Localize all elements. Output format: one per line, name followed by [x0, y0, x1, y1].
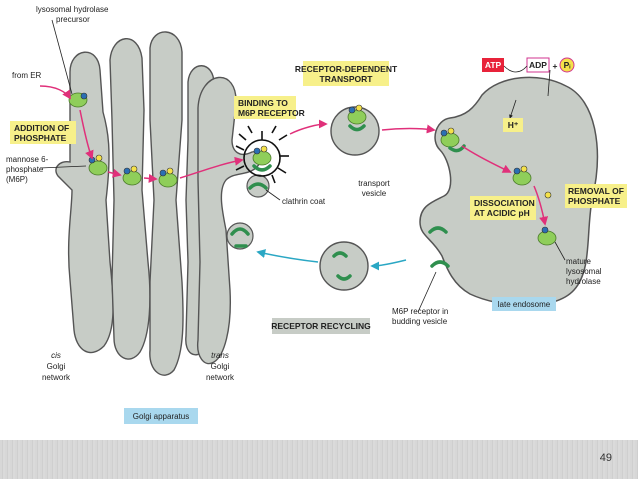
svg-text:RECEPTOR RECYCLING: RECEPTOR RECYCLING [271, 321, 371, 331]
svg-text:M6P receptor in: M6P receptor in [392, 307, 448, 316]
box-golgi-apparatus: Golgi apparatus [124, 408, 198, 424]
box-receptor-dependent-transport: RECEPTOR-DEPENDENT TRANSPORT [295, 61, 398, 86]
golgi-trans-cisterna [197, 76, 262, 365]
pointer-lines [39, 19, 566, 313]
svg-text:cis: cis [51, 351, 61, 360]
svg-text:REMOVAL OF: REMOVAL OF [568, 186, 624, 196]
svg-text:budding vesicle: budding vesicle [392, 317, 448, 326]
svg-text:PHOSPHATE: PHOSPHATE [14, 133, 67, 143]
svg-text:Pᵢ: Pᵢ [564, 60, 571, 70]
label-m6p: mannose 6- phosphate (M6P) [6, 155, 49, 184]
svg-text:late endosome: late endosome [498, 300, 551, 309]
svg-text:BINDING TO: BINDING TO [238, 98, 288, 108]
box-dissociation-acidic-ph: DISSOCIATION AT ACIDIC pH [470, 196, 536, 220]
svg-text:hydrolase: hydrolase [566, 277, 601, 286]
cyan-arrows [256, 249, 407, 271]
golgi-cisterna-2 [109, 38, 151, 360]
atp-adp-reaction: ATP ADP + Pᵢ [482, 57, 575, 73]
label-m6p-receptor-budding: M6P receptor in budding vesicle [392, 307, 448, 326]
recycling-vesicle [319, 241, 369, 291]
box-addition-of-phosphate: ADDITION OF PHOSPHATE [10, 121, 76, 144]
label-cis-golgi: cis Golgi network [42, 351, 71, 382]
svg-text:lysosomal: lysosomal [566, 267, 602, 276]
label-mature-hydrolase: mature lysosomal hydrolase [566, 257, 602, 286]
label-trans-golgi: trans Golgi network [206, 351, 235, 382]
svg-text:mature: mature [566, 257, 591, 266]
hydrolase-proteins [68, 92, 557, 246]
golgi-cisterna-3 [149, 31, 184, 376]
golgi-bud-vesicle [226, 174, 270, 250]
box-receptor-recycling: RECEPTOR RECYCLING [271, 318, 371, 334]
svg-text:ADP: ADP [529, 60, 547, 70]
svg-text:precursor: precursor [56, 15, 90, 24]
svg-text:phosphate: phosphate [6, 165, 44, 174]
m6p-pathway-diagram: lysosomal hydrolase precursor from ER AD… [6, 5, 627, 424]
label-transport-vesicle: transport vesicle [358, 179, 390, 198]
box-binding-m6p-receptor: BINDING TO M6P RECEPTOR [234, 96, 305, 119]
clathrin-coat [235, 125, 289, 184]
svg-text:Golgi apparatus: Golgi apparatus [133, 412, 189, 421]
svg-text:mannose 6-: mannose 6- [6, 155, 49, 164]
svg-text:H⁺: H⁺ [508, 120, 519, 130]
svg-text:transport: transport [358, 179, 390, 188]
svg-text:vesicle: vesicle [362, 189, 387, 198]
label-hydrolase-precursor: lysosomal hydrolase precursor [36, 5, 109, 24]
svg-text:M6P RECEPTOR: M6P RECEPTOR [238, 108, 305, 118]
page-number: 49 [599, 452, 612, 464]
svg-text:TRANSPORT: TRANSPORT [320, 74, 374, 84]
svg-text:DISSOCIATION: DISSOCIATION [474, 198, 535, 208]
golgi-apparatus [55, 31, 262, 376]
box-removal-of-phosphate: REMOVAL OF PHOSPHATE [565, 184, 627, 208]
svg-text:Golgi: Golgi [211, 362, 230, 371]
svg-text:lysosomal hydrolase: lysosomal hydrolase [36, 5, 109, 14]
magenta-arrows [39, 85, 549, 226]
svg-text:network: network [206, 373, 235, 382]
svg-text:(M6P): (M6P) [6, 175, 28, 184]
label-from-er: from ER [12, 71, 42, 80]
svg-text:network: network [42, 373, 71, 382]
svg-text:ATP: ATP [485, 60, 502, 70]
svg-text:trans: trans [211, 351, 229, 360]
m6p-markers [80, 92, 552, 234]
svg-text:AT ACIDIC pH: AT ACIDIC pH [474, 208, 530, 218]
svg-text:Golgi: Golgi [47, 362, 66, 371]
label-clathrin-coat: clathrin coat [282, 197, 326, 206]
box-h-plus: H⁺ [503, 118, 523, 132]
svg-text:PHOSPHATE: PHOSPHATE [568, 196, 621, 206]
m6p-receptors [230, 124, 466, 281]
late-endosome [419, 76, 599, 307]
svg-text:RECEPTOR-DEPENDENT: RECEPTOR-DEPENDENT [295, 64, 398, 74]
svg-text:ADDITION OF: ADDITION OF [14, 123, 69, 133]
svg-text:+: + [553, 61, 558, 71]
slide-footer: 49 [0, 440, 638, 479]
box-late-endosome: late endosome [492, 297, 556, 311]
